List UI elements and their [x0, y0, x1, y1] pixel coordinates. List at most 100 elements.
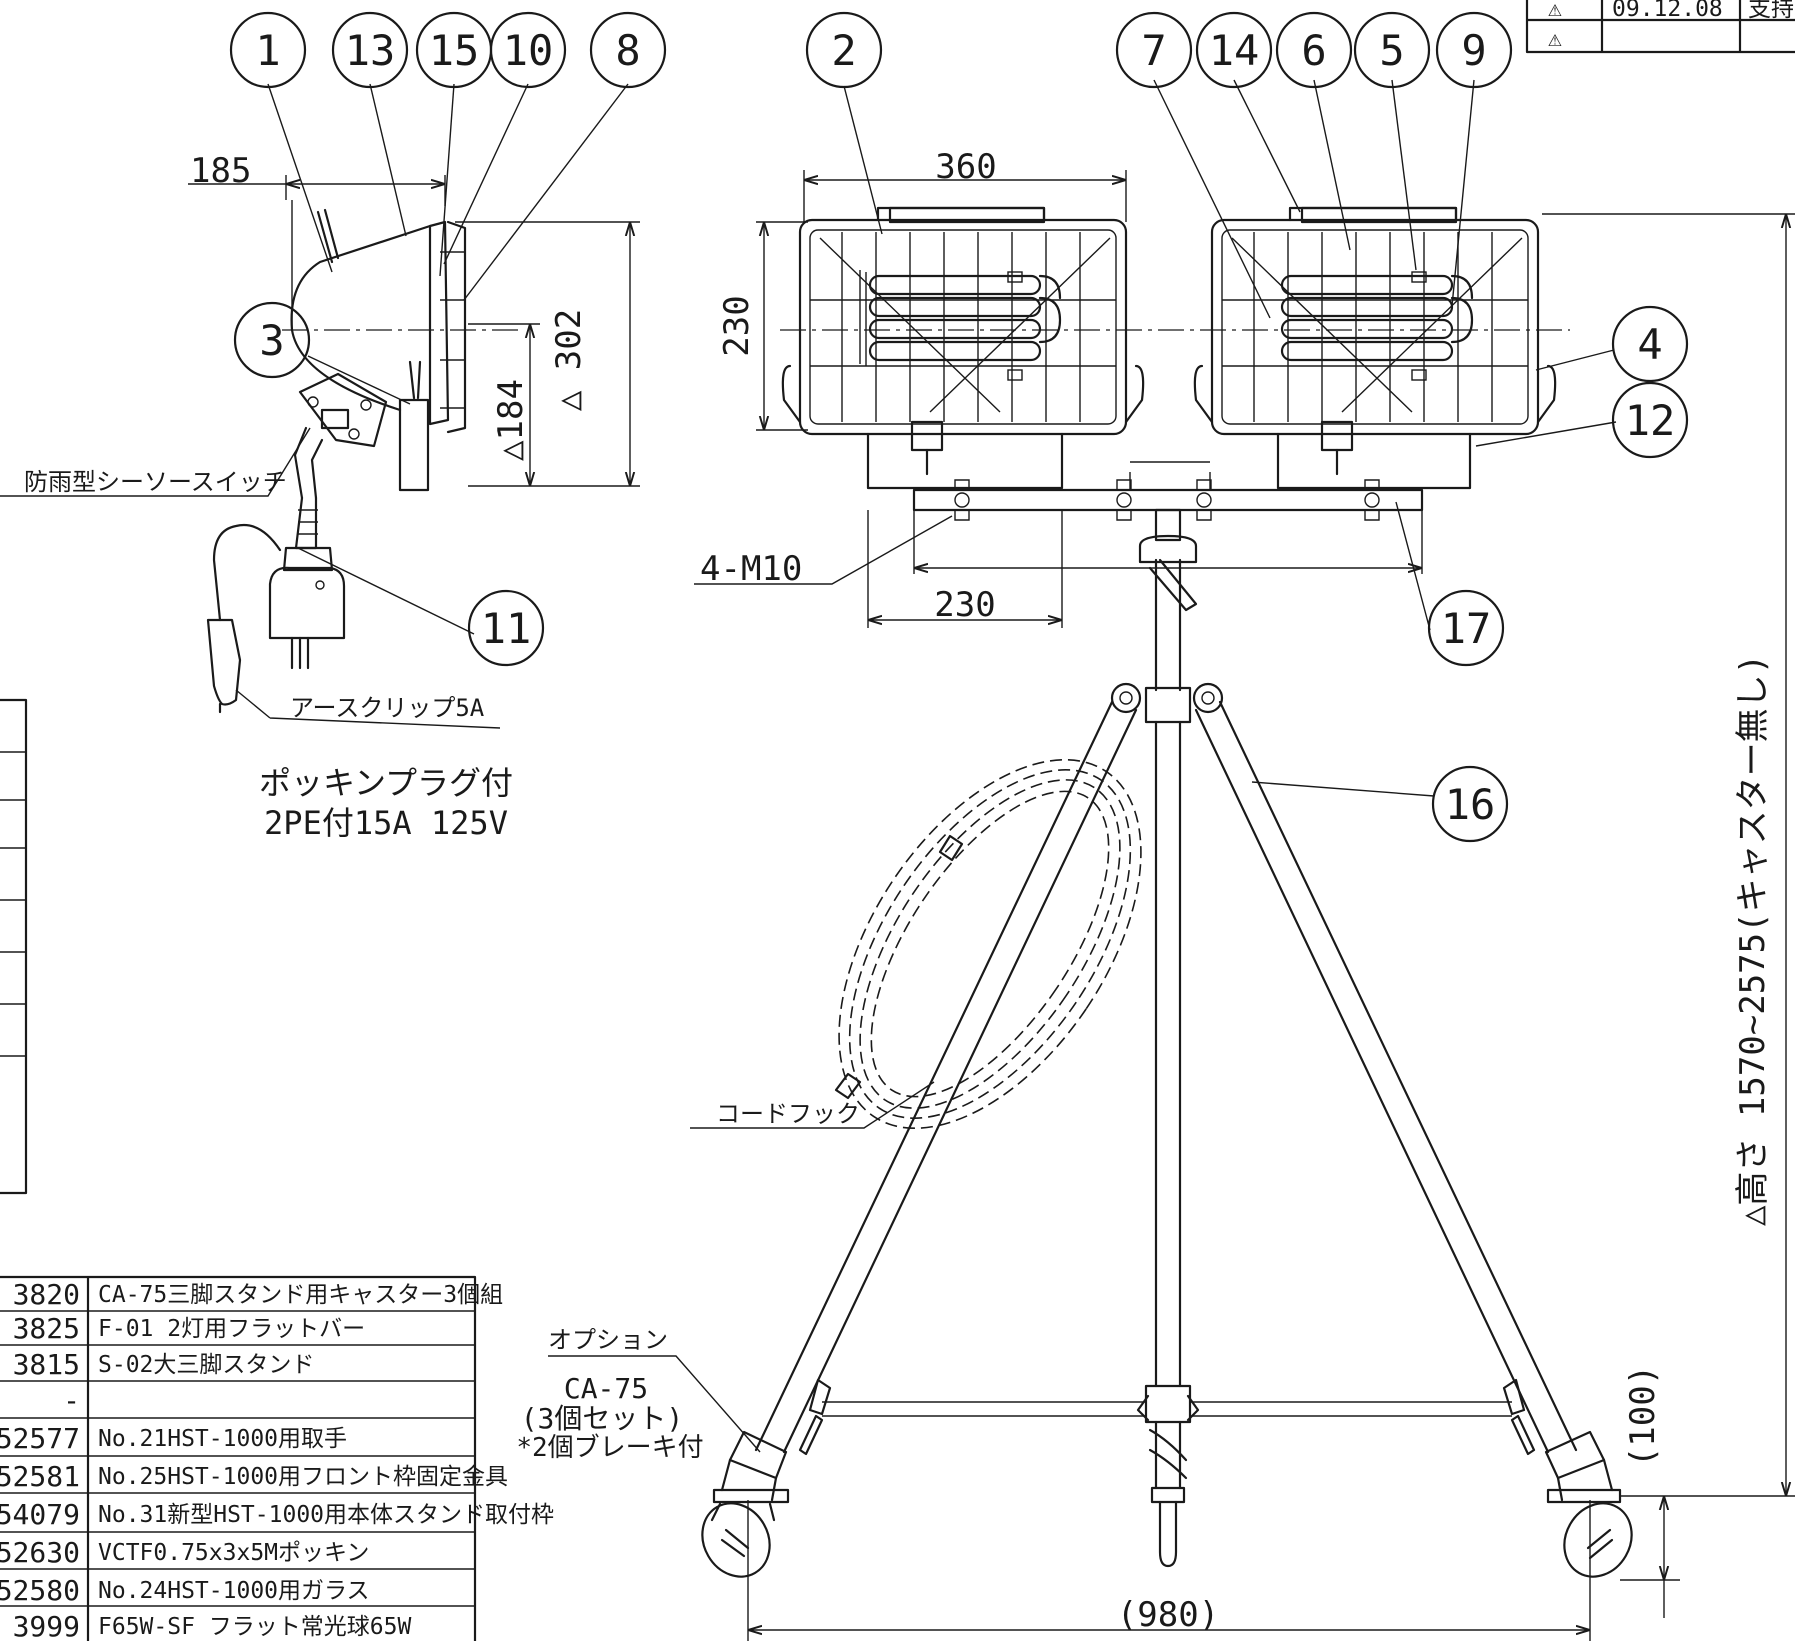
- revision-date-1: 09.12.08: [1612, 0, 1723, 22]
- parts-name: F65W-SF フラット常光球65W: [98, 1614, 411, 1640]
- callout-16: 16: [1431, 765, 1509, 843]
- callout-circle: [805, 11, 883, 89]
- callout-10: 10: [489, 11, 567, 89]
- label-plug: ポッキンプラグ付: [259, 764, 513, 802]
- callout-circle: [489, 11, 567, 89]
- callout-circle: [1611, 305, 1689, 383]
- callout-number: 8: [615, 26, 640, 75]
- label-switch: 防雨型シーソースイッチ: [24, 468, 287, 496]
- parts-name: F-01 2灯用フラットバー: [98, 1316, 365, 1342]
- callout-number: 7: [1141, 26, 1166, 75]
- callout-number: 4: [1637, 320, 1662, 369]
- parts-code: -: [63, 1384, 80, 1417]
- callout-circle: [233, 301, 311, 379]
- callout-circle: [229, 11, 307, 89]
- callout-circle: [589, 11, 667, 89]
- callout-6: 6: [1275, 11, 1353, 89]
- callout-circle: [1195, 11, 1273, 89]
- callout-number: 10: [503, 26, 554, 75]
- callout-5: 5: [1353, 11, 1431, 89]
- callout-circle: [1611, 381, 1689, 459]
- parts-code: 3825: [13, 1312, 80, 1345]
- callout-13: 13: [331, 11, 409, 89]
- dim-230-vertical: 230: [717, 295, 757, 356]
- callout-number: 5: [1379, 26, 1404, 75]
- parts-table: 3820 CA-75三脚スタンド用キャスター3個組 3825 F-01 2灯用フラット…: [0, 1275, 554, 1643]
- parts-name: No.24HST-1000用ガラス: [98, 1578, 370, 1604]
- leader-lines: [0, 79, 1617, 1453]
- parts-name: VCTF0.75x3x5Mポッキン: [98, 1540, 369, 1566]
- callout-1: 1: [229, 11, 307, 89]
- dim-230-horizontal: 230: [934, 585, 995, 625]
- callout-balloons: 1 13 15 10 8 3 2 7 14 6 5 9 4 12 11 17 16: [229, 11, 1689, 843]
- callout-circle: [1427, 589, 1505, 667]
- callout-number: 9: [1461, 26, 1486, 75]
- label-cord-hook: コードフック: [716, 1100, 860, 1128]
- tripod-stand: [701, 508, 1633, 1578]
- parts-name: No.25HST-1000用フロント枠固定金具: [98, 1464, 508, 1490]
- label-bolt: 4-M10: [700, 549, 802, 589]
- label-option-brake: *2個ブレーキ付: [516, 1433, 703, 1463]
- parts-code: 52630: [0, 1536, 80, 1569]
- callout-4: 4: [1611, 305, 1689, 383]
- label-plug-spec: 2PE付15A 125V: [264, 804, 508, 842]
- callout-circle: [1435, 11, 1513, 89]
- parts-name: No.21HST-1000用取手: [98, 1426, 347, 1452]
- callout-number: 15: [429, 26, 480, 75]
- callout-number: 12: [1625, 396, 1676, 445]
- parts-code: 3820: [13, 1278, 80, 1311]
- callout-12: 12: [1611, 381, 1689, 459]
- callout-number: 17: [1441, 604, 1492, 653]
- callout-number: 13: [345, 26, 396, 75]
- callout-circle: [467, 589, 545, 667]
- parts-code: 52580: [0, 1574, 80, 1607]
- callout-circle: [1431, 765, 1509, 843]
- callout-15: 15: [415, 11, 493, 89]
- parts-name: CA-75三脚スタンド用キャスター3個組: [98, 1282, 503, 1308]
- label-earth-clip: アースクリップ5A: [290, 694, 485, 722]
- callout-17: 17: [1427, 589, 1505, 667]
- revision-mark-1: ⚠: [1548, 0, 1562, 22]
- height-dimensions: △高さ 1570~2575(キャスター無し) (100) (980): [747, 213, 1795, 1641]
- dim-184: △184: [491, 379, 531, 461]
- callout-number: 6: [1301, 26, 1326, 75]
- callout-number: 16: [1445, 780, 1496, 829]
- dim-360: 360: [935, 147, 996, 187]
- callout-number: 11: [481, 604, 532, 653]
- callout-circle: [1115, 11, 1193, 89]
- callout-14: 14: [1195, 11, 1273, 89]
- dim-100: (100): [1623, 1365, 1663, 1467]
- parts-code: 52577: [0, 1422, 80, 1455]
- callout-9: 9: [1435, 11, 1513, 89]
- revision-note-1: 支持: [1748, 0, 1794, 22]
- lamp-front-view: 360 230 230: [717, 147, 1570, 628]
- dim-980: (980): [1117, 1595, 1219, 1635]
- coiled-cord: [838, 758, 1142, 1130]
- callout-number: 1: [255, 26, 280, 75]
- dim-185: 185: [190, 151, 251, 191]
- callout-circle: [1275, 11, 1353, 89]
- lamp-side-view: 185 △ 302 △184: [188, 151, 640, 714]
- label-option-set: (3個セット): [521, 1402, 684, 1435]
- parts-code: 54079: [0, 1498, 80, 1531]
- dim-302: △ 302: [549, 309, 589, 411]
- annotations: 防雨型シーソースイッチ アースクリップ5A ポッキンプラグ付 2PE付15A 1…: [24, 468, 860, 1463]
- callout-7: 7: [1115, 11, 1193, 89]
- left-edge-table: [0, 698, 28, 1195]
- callout-11: 11: [467, 589, 545, 667]
- callout-8: 8: [589, 11, 667, 89]
- callout-number: 3: [259, 316, 284, 365]
- callout-number: 2: [831, 26, 856, 75]
- revision-table: ⚠ 09.12.08 支持 ⚠: [1525, 0, 1795, 54]
- parts-name: No.31新型HST-1000用本体スタンド取付枠: [98, 1502, 554, 1528]
- parts-code: 3999: [13, 1610, 80, 1641]
- callout-circle: [331, 11, 409, 89]
- parts-code: 3815: [13, 1348, 80, 1381]
- label-option: オプション: [548, 1326, 668, 1354]
- callout-number: 14: [1209, 26, 1260, 75]
- revision-mark-2: ⚠: [1548, 26, 1562, 52]
- label-option-model: CA-75: [564, 1372, 648, 1405]
- callout-circle: [1353, 11, 1431, 89]
